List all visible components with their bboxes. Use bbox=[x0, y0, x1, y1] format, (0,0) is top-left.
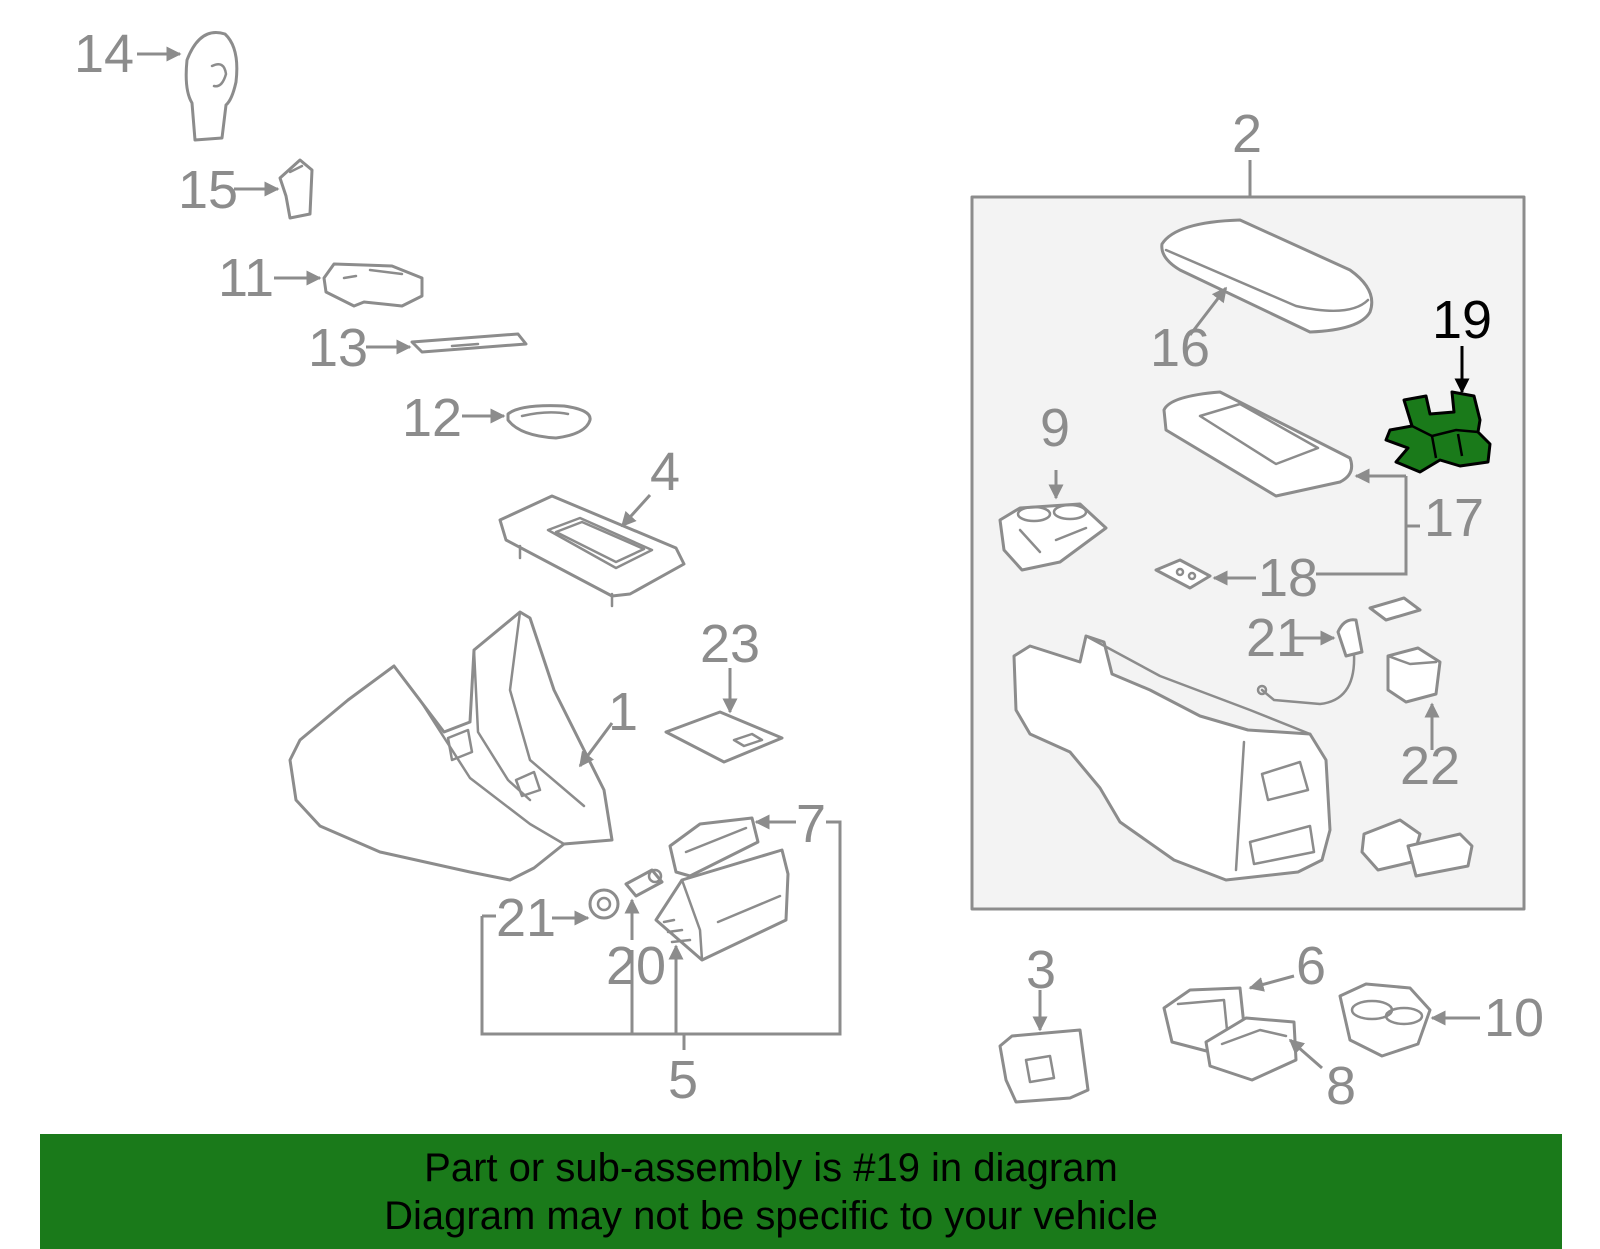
part-21-socket-left bbox=[552, 888, 620, 926]
callout-7: 7 bbox=[796, 794, 826, 854]
callout-15: 15 bbox=[178, 160, 238, 220]
callout-3: 3 bbox=[1026, 940, 1056, 1000]
callout-6: 6 bbox=[1296, 936, 1326, 996]
part-9-cup-holder bbox=[998, 470, 1108, 572]
part-8-holder bbox=[1204, 1016, 1323, 1082]
callout-18: 18 bbox=[1258, 548, 1318, 608]
part-cup-insert bbox=[1360, 818, 1474, 878]
part-20-plug bbox=[624, 868, 664, 940]
callout-5: 5 bbox=[668, 1050, 698, 1110]
callout-1: 1 bbox=[608, 682, 638, 742]
callout-12: 12 bbox=[402, 388, 462, 448]
part-2-console-shell bbox=[1012, 634, 1332, 882]
callout-14: 14 bbox=[74, 24, 134, 84]
callout-16: 16 bbox=[1150, 318, 1210, 378]
part-15-shift-boot bbox=[234, 158, 314, 220]
callout-20: 20 bbox=[606, 936, 666, 996]
callout-4: 4 bbox=[650, 442, 680, 502]
callout-17: 17 bbox=[1424, 488, 1484, 548]
callout-19: 19 bbox=[1432, 290, 1492, 350]
banner-line-2: Diagram may not be specific to your vehi… bbox=[384, 1194, 1158, 1238]
part-5-console-box bbox=[654, 848, 790, 962]
part-13-trim-strip bbox=[366, 332, 528, 355]
info-banner: Part or sub-assembly is #19 in diagram D… bbox=[40, 1134, 1562, 1249]
part-4-console-panel bbox=[498, 493, 686, 608]
callout-13: 13 bbox=[308, 318, 368, 378]
part-23-mat bbox=[664, 668, 784, 764]
callout-22: 22 bbox=[1400, 736, 1460, 796]
banner-line-1: Part or sub-assembly is #19 in diagram bbox=[424, 1146, 1118, 1190]
callout-8: 8 bbox=[1326, 1056, 1356, 1116]
callout-9: 9 bbox=[1040, 398, 1070, 458]
callout-23: 23 bbox=[700, 614, 760, 674]
part-22-pocket bbox=[1386, 646, 1442, 750]
part-7-tray bbox=[668, 814, 796, 878]
part-1-console-body bbox=[288, 610, 614, 882]
callout-21-right: 21 bbox=[1246, 608, 1306, 668]
part-18-pad bbox=[1154, 558, 1256, 590]
part-17-inner-tray bbox=[1162, 390, 1420, 576]
part-14-shift-knob bbox=[137, 31, 239, 142]
part-11-shift-plate bbox=[274, 262, 424, 308]
callout-10: 10 bbox=[1484, 988, 1544, 1048]
part-19-highlighted bbox=[1384, 346, 1492, 474]
part-16-armrest-lid bbox=[1160, 218, 1374, 336]
callout-21-left: 21 bbox=[496, 888, 556, 948]
small-pad bbox=[1368, 596, 1422, 622]
callout-11: 11 bbox=[218, 248, 274, 308]
part-21-socket-right bbox=[1256, 618, 1364, 706]
callout-2: 2 bbox=[1232, 104, 1262, 164]
part-12-bezel bbox=[462, 404, 592, 440]
part-10-cup-holder bbox=[1338, 982, 1480, 1058]
part-3-bracket bbox=[998, 990, 1090, 1104]
